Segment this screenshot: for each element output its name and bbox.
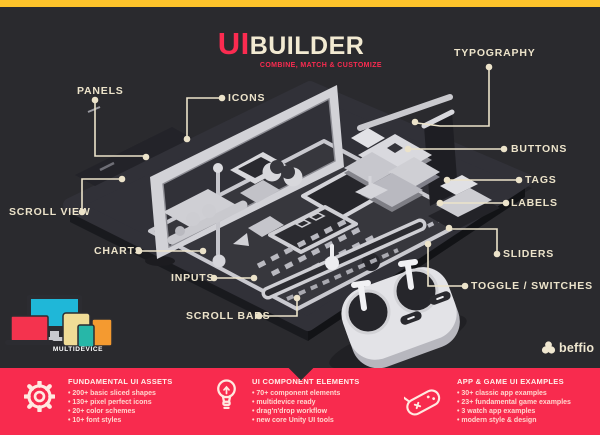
page-title: UI BUILDER COMBINE, MATCH & CUSTOMIZE <box>200 28 382 69</box>
feature-item: 130+ pixel perfect icons <box>68 398 173 407</box>
feature-item: 70+ component elements <box>252 389 360 398</box>
callout-label-toggle-switches: TOGGLE / SWITCHES <box>471 280 593 292</box>
callout-label-inputs: INPUTS <box>171 272 215 284</box>
feature-item: 20+ color schemes <box>68 407 173 416</box>
screen-widgets <box>163 152 471 301</box>
feature-item: multidevice ready <box>252 398 360 407</box>
feature-item: 30+ classic app examples <box>457 389 571 398</box>
callout-label-charts: CHARTS <box>94 245 143 257</box>
lightbulb-icon <box>217 379 236 410</box>
top-accent-strip <box>0 0 600 7</box>
feature-list: 70+ component elements multidevice ready… <box>252 389 360 425</box>
feature-item: 200+ basic sliced shapes <box>68 389 173 398</box>
callout-label-icons: ICONS <box>228 92 266 104</box>
callout-label-buttons: BUTTONS <box>511 143 568 155</box>
feature-app-game-ui-examples: APP & GAME UI EXAMPLES 30+ classic app e… <box>404 368 571 425</box>
feature-item: new core Unity UI tools <box>252 416 360 425</box>
callout-label-sliders: SLIDERS <box>503 248 555 260</box>
buttons-stack <box>344 128 440 212</box>
multidevice-illustration <box>5 295 113 348</box>
feature-heading: FUNDAMENTAL UI ASSETS <box>68 377 173 386</box>
callout-label-tags: TAGS <box>525 174 557 186</box>
brand-name: beffio <box>559 340 595 355</box>
feature-item: 10+ font styles <box>68 416 173 425</box>
feature-list: 30+ classic app examples 23+ fundamental… <box>457 389 571 425</box>
frame-element <box>145 85 344 266</box>
feature-item: 23+ fundamental game examples <box>457 398 571 407</box>
feature-item: 3 watch app examples <box>457 407 571 416</box>
feature-heading: UI COMPONENT ELEMENTS <box>252 377 360 386</box>
feature-heading: APP & GAME UI EXAMPLES <box>457 377 564 386</box>
title-primary: UI <box>217 26 250 61</box>
right-cluster <box>344 94 500 231</box>
title-subtitle: COMBINE, MATCH & CUSTOMIZE <box>259 62 382 69</box>
callout-label-typography: TYPOGRAPHY <box>454 47 536 59</box>
brand-logo: beffio <box>541 340 594 355</box>
callout-label-panels: PANELS <box>77 85 124 97</box>
controller-illustration <box>329 259 467 370</box>
multidevice-label: MULTIDEVICE <box>52 346 104 353</box>
feature-fundamental-ui-assets: FUNDAMENTAL UI ASSETS 200+ basic sliced … <box>24 368 173 425</box>
callout-label-scroll-bars: SCROLL BARS <box>186 310 271 322</box>
scrollbar-element <box>261 218 427 300</box>
feature-ui-component-elements: UI COMPONENT ELEMENTS 70+ component elem… <box>214 368 360 425</box>
gear-icon <box>24 381 55 412</box>
title-secondary: BUILDER <box>249 32 365 60</box>
feature-list: 200+ basic sliced shapes 130+ pixel perf… <box>68 389 173 425</box>
beffio-icon <box>541 341 556 354</box>
feature-item: modern style & design <box>457 416 571 425</box>
callout-lines <box>81 68 518 317</box>
callout-label-scroll-view: SCROLL VIEW <box>9 206 91 218</box>
feature-item: drag'n'drop workflow <box>252 407 360 416</box>
callout-label-labels: LABELS <box>511 197 558 209</box>
callout-dots <box>78 63 523 320</box>
gamepad-icon <box>404 389 441 416</box>
